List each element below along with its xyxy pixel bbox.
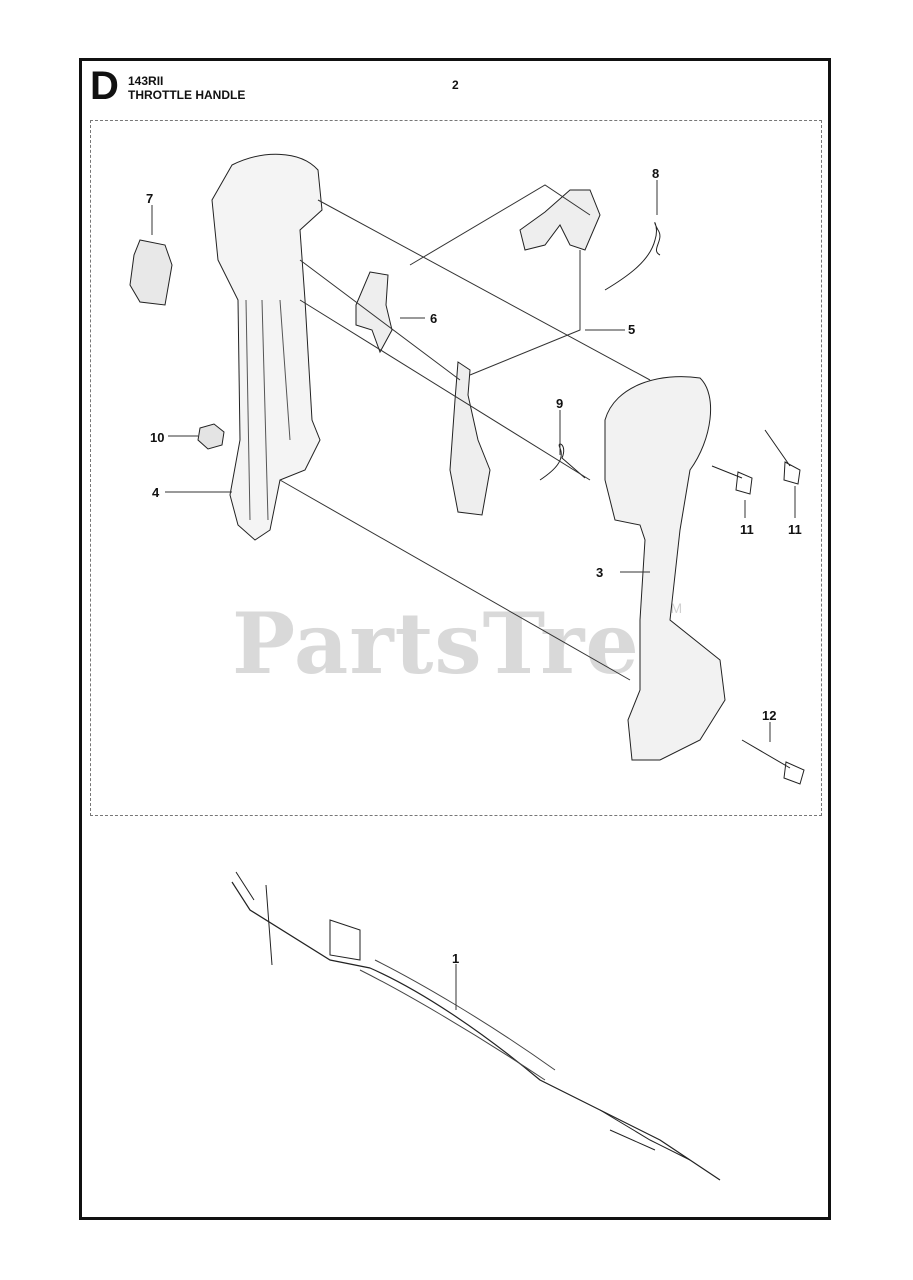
model-name: 143RII — [128, 74, 164, 88]
callout-3: 3 — [596, 565, 603, 580]
drawing-frame — [79, 58, 831, 1220]
handle-cover-part — [604, 376, 726, 761]
callout-12: 12 — [762, 708, 776, 723]
page-number: 2 — [452, 78, 459, 92]
screw-11-right — [764, 429, 801, 485]
handle-half-part — [211, 153, 323, 541]
throttle-link-part — [519, 189, 601, 251]
callout-9: 9 — [556, 396, 563, 411]
callout-11-left: 11 — [740, 522, 754, 537]
callout-6: 6 — [430, 311, 437, 326]
section-letter: D — [90, 64, 119, 108]
callout-5: 5 — [628, 322, 635, 337]
spring-8-part — [604, 222, 661, 291]
callout-11-right: 11 — [788, 522, 802, 537]
screw-11-left — [711, 465, 753, 495]
diagram-title: THROTTLE HANDLE — [128, 88, 246, 102]
callout-1: 1 — [452, 951, 459, 966]
throttle-cable-part — [231, 881, 721, 1181]
nut-10-part — [197, 423, 225, 450]
watermark: PartsTree — [232, 594, 695, 693]
spring-9-part — [539, 443, 586, 481]
callout-7: 7 — [146, 191, 153, 206]
callout-10: 10 — [150, 430, 164, 445]
throttle-trigger-part — [449, 361, 491, 516]
callout-8: 8 — [652, 166, 659, 181]
screw-12 — [741, 739, 805, 785]
callout-4: 4 — [152, 485, 160, 500]
stop-switch-part — [129, 239, 173, 306]
throttle-lockout-part — [355, 271, 393, 354]
exploded-view-area — [90, 120, 822, 816]
